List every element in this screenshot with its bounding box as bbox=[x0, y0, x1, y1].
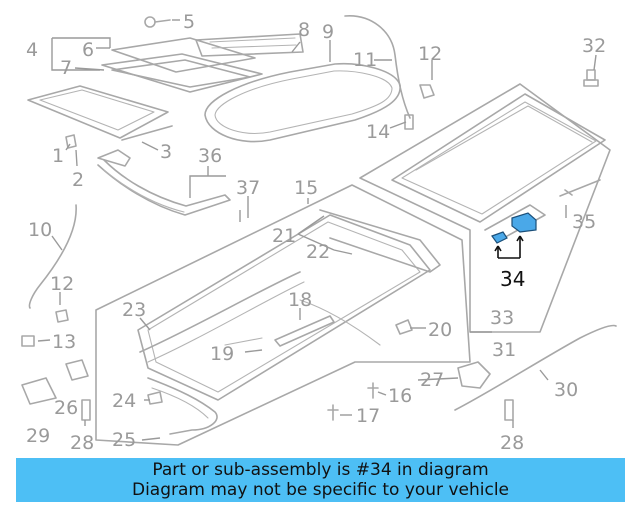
callout-36: 36 bbox=[198, 145, 222, 167]
banner-line-1: Part or sub-assembly is #34 in diagram bbox=[152, 460, 489, 480]
callout-numbers: 1 2 3 4 5 6 7 8 9 10 11 12 12 13 14 15 1… bbox=[26, 11, 606, 454]
callout-22: 22 bbox=[306, 241, 330, 263]
glass-panel-assembly bbox=[27, 33, 304, 139]
callout-12a: 12 bbox=[418, 43, 442, 65]
callout-28b: 28 bbox=[500, 432, 524, 454]
callout-1: 1 bbox=[52, 145, 64, 167]
callout-23: 23 bbox=[122, 299, 146, 321]
callout-19: 19 bbox=[210, 343, 234, 365]
callout-28a: 28 bbox=[70, 432, 94, 454]
callout-35: 35 bbox=[572, 211, 596, 233]
drive-cables bbox=[147, 377, 218, 435]
callout-18: 18 bbox=[288, 289, 312, 311]
callout-37: 37 bbox=[236, 177, 260, 199]
callout-3: 3 bbox=[160, 141, 172, 163]
callout-20: 20 bbox=[428, 319, 452, 341]
callout-32: 32 bbox=[582, 35, 606, 57]
callout-12b: 12 bbox=[50, 273, 74, 295]
callout-29: 29 bbox=[26, 425, 50, 447]
callout-21: 21 bbox=[272, 225, 296, 247]
callout-31: 31 bbox=[492, 339, 516, 361]
part-34-highlight bbox=[491, 212, 537, 244]
callout-14: 14 bbox=[366, 121, 390, 143]
callout-15: 15 bbox=[294, 177, 318, 199]
callout-34: 34 bbox=[500, 267, 525, 291]
callout-2: 2 bbox=[72, 169, 84, 191]
callout-11: 11 bbox=[353, 49, 377, 71]
rear-trim-strip bbox=[454, 324, 617, 411]
callout-7: 7 bbox=[60, 57, 72, 79]
callout-30: 30 bbox=[554, 379, 578, 401]
motor-and-brackets bbox=[21, 309, 514, 421]
callout-4: 4 bbox=[26, 39, 38, 61]
callout-16: 16 bbox=[388, 385, 412, 407]
callout-10: 10 bbox=[28, 219, 52, 241]
callout-27: 27 bbox=[420, 369, 444, 391]
deflector bbox=[97, 125, 231, 216]
part-34-leader bbox=[494, 235, 524, 259]
callout-33: 33 bbox=[490, 307, 514, 329]
callout-26: 26 bbox=[54, 397, 78, 419]
callout-8: 8 bbox=[298, 19, 310, 41]
sunroof-frame bbox=[95, 184, 471, 446]
callout-6: 6 bbox=[82, 39, 94, 61]
callout-13: 13 bbox=[52, 331, 76, 353]
fastener-small bbox=[65, 16, 171, 149]
callout-5: 5 bbox=[183, 11, 195, 33]
drain-tube-left bbox=[28, 204, 77, 309]
leader-lines bbox=[37, 19, 597, 441]
callout-24: 24 bbox=[112, 390, 136, 412]
banner-line-2: Diagram may not be specific to your vehi… bbox=[131, 480, 509, 500]
callout-17: 17 bbox=[356, 405, 380, 427]
info-banner: Part or sub-assembly is #34 in diagram D… bbox=[16, 458, 625, 502]
callout-25: 25 bbox=[112, 429, 136, 451]
rear-glass-assembly bbox=[359, 83, 611, 333]
rear-fasteners bbox=[559, 69, 601, 197]
callout-9: 9 bbox=[322, 21, 334, 43]
